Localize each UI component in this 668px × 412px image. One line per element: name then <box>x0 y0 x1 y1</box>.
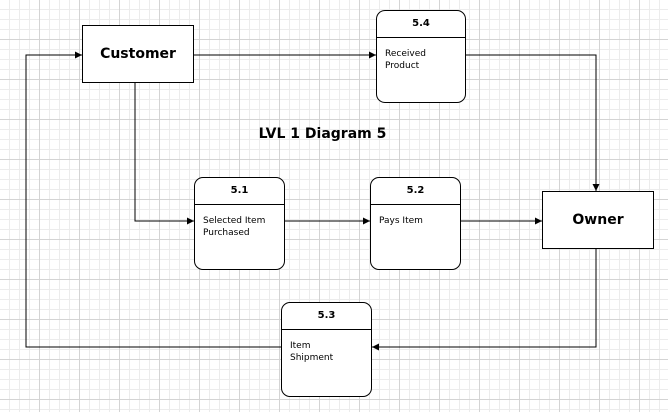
flow-customer-to-selected-item <box>134 83 194 225</box>
flow-item-shipment-to-customer <box>25 51 281 348</box>
customer-label: Customer <box>100 46 176 62</box>
process-pays-item[interactable]: 5.2 Pays Item <box>370 177 461 270</box>
process-id: 5.1 <box>195 178 284 205</box>
process-id: 5.2 <box>371 178 460 205</box>
process-name: Item Shipment <box>290 341 334 363</box>
process-received-product[interactable]: 5.4 Received Product <box>376 10 466 103</box>
owner-label: Owner <box>572 212 624 228</box>
owner-entity[interactable]: Owner <box>542 191 654 249</box>
customer-entity[interactable]: Customer <box>82 25 194 83</box>
diagram-title: LVL 1 Diagram 5 <box>258 126 387 142</box>
flow-received-product-to-owner <box>465 54 600 191</box>
process-name: Received Product <box>385 49 426 71</box>
process-id: 5.3 <box>282 303 371 330</box>
process-id: 5.4 <box>377 11 465 38</box>
process-name: Pays Item <box>379 216 423 226</box>
process-item-shipment[interactable]: 5.3 Item Shipment <box>281 302 372 397</box>
process-selected-item-purchased[interactable]: 5.1 Selected Item Purchased <box>194 177 285 270</box>
process-name: Selected Item Purchased <box>203 216 266 238</box>
flow-owner-to-item-shipment <box>372 249 597 351</box>
